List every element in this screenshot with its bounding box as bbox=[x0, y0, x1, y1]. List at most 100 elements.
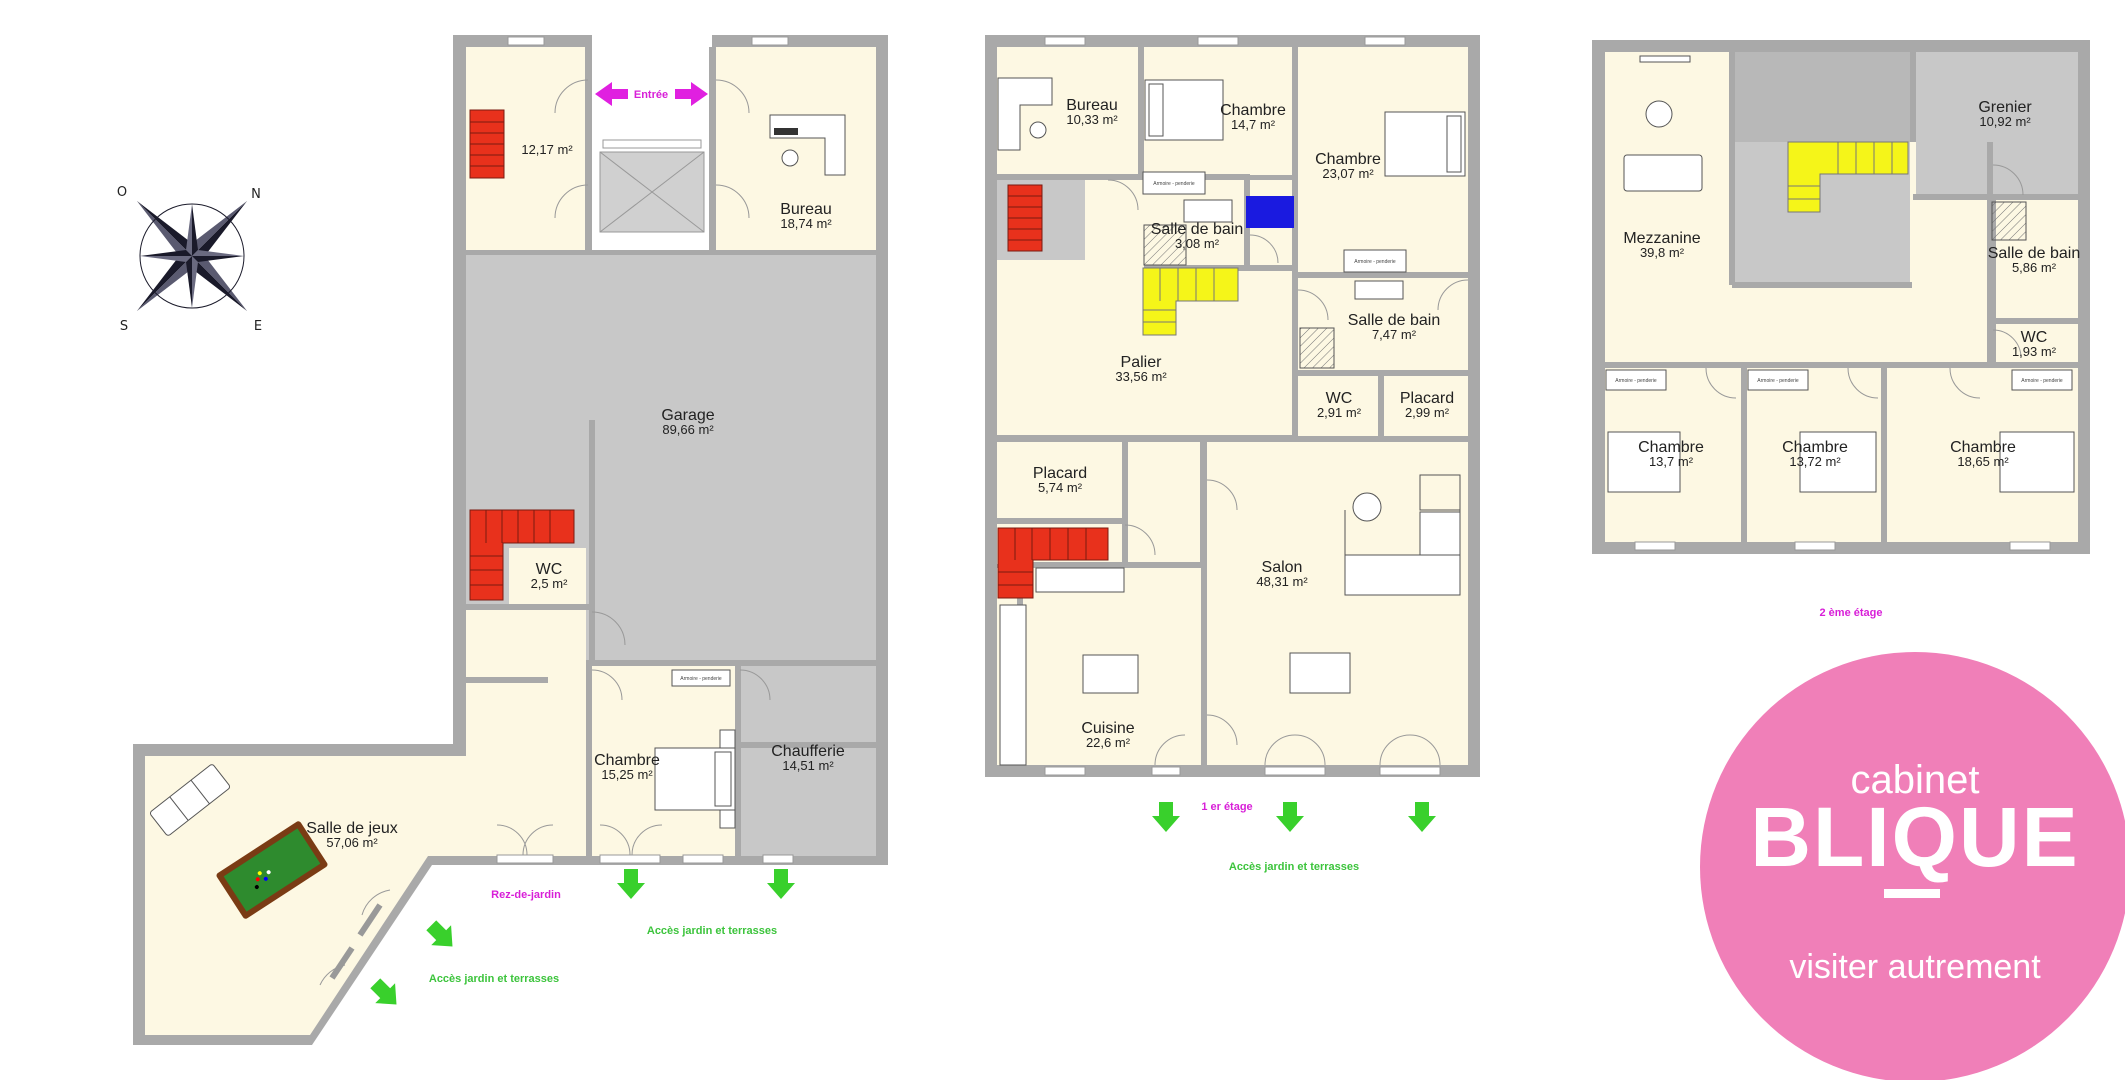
compass-e: E bbox=[254, 319, 262, 334]
compass-s: S bbox=[120, 319, 128, 334]
access-arrow-first-2 bbox=[1276, 802, 1304, 832]
area-chambre-second-3: 18,65 m² bbox=[1957, 454, 2009, 469]
blue-block bbox=[1246, 196, 1294, 228]
bed-ground bbox=[654, 729, 736, 829]
brand-line2: BLIQUE bbox=[1750, 790, 2079, 884]
area-garage: 89,66 m² bbox=[662, 422, 714, 437]
floor-label-first: 1 er étage bbox=[1201, 801, 1252, 813]
ground-floor: Armoire - penderie 12,17 m² Bureau 18,74… bbox=[133, 35, 888, 1045]
compass-o: O bbox=[117, 185, 127, 200]
first-floor: Armoire - penderie Armoire - penderie Bu… bbox=[985, 35, 1480, 873]
desk-ground bbox=[769, 114, 846, 176]
brand-line1: cabinet bbox=[1851, 758, 1980, 802]
wardrobe-label-second-2: Armoire - penderie bbox=[1757, 378, 1799, 384]
compass-n: N bbox=[251, 187, 261, 202]
brand-circle bbox=[1700, 652, 2125, 1080]
room-wc-second bbox=[1996, 324, 2078, 362]
access-label-ground-2: Accès jardin et terrasses bbox=[429, 973, 559, 985]
brand-logo: cabinet BLIQUE visiter autrement bbox=[1700, 652, 2125, 1080]
brand-tagline-b: autrement bbox=[1888, 948, 2042, 986]
area-salle-de-jeux: 57,06 m² bbox=[326, 835, 378, 850]
shower-first bbox=[1143, 224, 1187, 266]
name-placard-first-1: Placard bbox=[1400, 390, 1454, 407]
area-storage: 12,17 m² bbox=[521, 142, 573, 157]
area-sdb-first-1: 3,08 m² bbox=[1175, 236, 1220, 251]
dining-cuisine bbox=[1082, 654, 1139, 694]
area-bureau-ground: 18,74 m² bbox=[780, 216, 832, 231]
access-arrow-ground-3 bbox=[421, 915, 463, 957]
area-placard-first-1: 2,99 m² bbox=[1405, 405, 1450, 420]
brand-underline bbox=[1884, 889, 1940, 898]
stairs-first-bottom bbox=[997, 527, 1109, 599]
lamp-second bbox=[1645, 100, 1673, 128]
bed-first-1 bbox=[1144, 79, 1224, 141]
area-chambre-second-2: 13,72 m² bbox=[1789, 454, 1841, 469]
area-palier: 33,56 m² bbox=[1115, 369, 1167, 384]
area-sdb-second: 5,86 m² bbox=[2012, 260, 2057, 275]
desk-first bbox=[997, 77, 1053, 151]
name-wc-second: WC bbox=[2021, 329, 2048, 346]
room-wc-first bbox=[1298, 376, 1378, 436]
brand-tagline: visiter autrement bbox=[1789, 948, 2041, 986]
name-grenier: Grenier bbox=[1978, 99, 2032, 116]
access-arrow-first-1 bbox=[1152, 802, 1180, 832]
name-chambre-second-2: Chambre bbox=[1782, 439, 1848, 456]
area-sdb-first-2: 7,47 m² bbox=[1372, 327, 1417, 342]
name-cuisine: Cuisine bbox=[1081, 720, 1134, 737]
room-wc-ground-inner bbox=[509, 548, 586, 604]
sofa-second bbox=[1623, 154, 1703, 192]
name-placard-first-2: Placard bbox=[1033, 465, 1087, 482]
room-placard-first-2 bbox=[997, 442, 1122, 518]
wardrobe-first-1 bbox=[1142, 171, 1206, 195]
area-chambre-first-1: 14,7 m² bbox=[1231, 117, 1276, 132]
name-chambre-first-2: Chambre bbox=[1315, 151, 1381, 168]
wardrobe-label-second-3: Armoire - penderie bbox=[2021, 378, 2063, 384]
name-salle-de-jeux: Salle de jeux bbox=[306, 820, 398, 837]
entry-arrow: Entrée bbox=[595, 82, 708, 106]
room-bureau bbox=[716, 47, 876, 250]
name-chambre-second-3: Chambre bbox=[1950, 439, 2016, 456]
name-chaufferie: Chaufferie bbox=[771, 743, 845, 760]
dining-salon bbox=[1289, 652, 1351, 694]
access-arrow-ground-4 bbox=[365, 973, 407, 1015]
sofa-ground bbox=[149, 764, 231, 836]
pool-table bbox=[216, 821, 328, 919]
area-bureau-first: 10,33 m² bbox=[1066, 112, 1118, 127]
area-wc-ground: 2,5 m² bbox=[531, 576, 569, 591]
area-salon: 48,31 m² bbox=[1256, 574, 1308, 589]
name-wc-first: WC bbox=[1326, 390, 1353, 407]
access-arrow-ground-1 bbox=[617, 869, 645, 899]
void-area bbox=[1735, 52, 1910, 142]
name-chambre-first-1: Chambre bbox=[1220, 102, 1286, 119]
wardrobe-first-2 bbox=[1343, 249, 1407, 273]
access-arrow-ground-2 bbox=[767, 869, 795, 899]
name-wc-ground: WC bbox=[536, 561, 563, 578]
floor-label-second: 2 ème étage bbox=[1820, 607, 1883, 619]
access-arrow-first-3 bbox=[1408, 802, 1436, 832]
second-floor: Armoire - penderie Armoire - penderie Ar… bbox=[1592, 40, 2090, 619]
stairs-ground-mid bbox=[469, 509, 575, 601]
name-bureau-first: Bureau bbox=[1066, 97, 1118, 114]
access-label-first: Accès jardin et terrasses bbox=[1229, 861, 1359, 873]
room-placard-first-1 bbox=[1384, 376, 1468, 436]
shower-second bbox=[1991, 201, 2027, 241]
wardrobe-label-first-2: Armoire - penderie bbox=[1354, 259, 1396, 265]
wardrobe-label-second-1: Armoire - penderie bbox=[1615, 378, 1657, 384]
wardrobe-label-first-1: Armoire - penderie bbox=[1153, 181, 1195, 187]
name-garage: Garage bbox=[661, 407, 714, 424]
stairs-ground-top bbox=[469, 109, 505, 179]
name-bureau-ground: Bureau bbox=[780, 201, 832, 218]
bed-first-2 bbox=[1384, 111, 1466, 177]
name-chambre-second-1: Chambre bbox=[1638, 439, 1704, 456]
entry-label: Entrée bbox=[634, 89, 668, 101]
name-mezzanine: Mezzanine bbox=[1623, 230, 1700, 247]
name-sdb-second: Salle de bain bbox=[1988, 245, 2081, 262]
room-chaufferie bbox=[740, 666, 876, 856]
area-mezzanine: 39,8 m² bbox=[1640, 245, 1685, 260]
name-salon: Salon bbox=[1262, 559, 1303, 576]
room-grenier bbox=[1916, 52, 2078, 194]
area-chambre-second-1: 13,7 m² bbox=[1649, 454, 1694, 469]
wardrobe-ground bbox=[671, 669, 731, 687]
area-chambre-ground: 15,25 m² bbox=[601, 767, 653, 782]
